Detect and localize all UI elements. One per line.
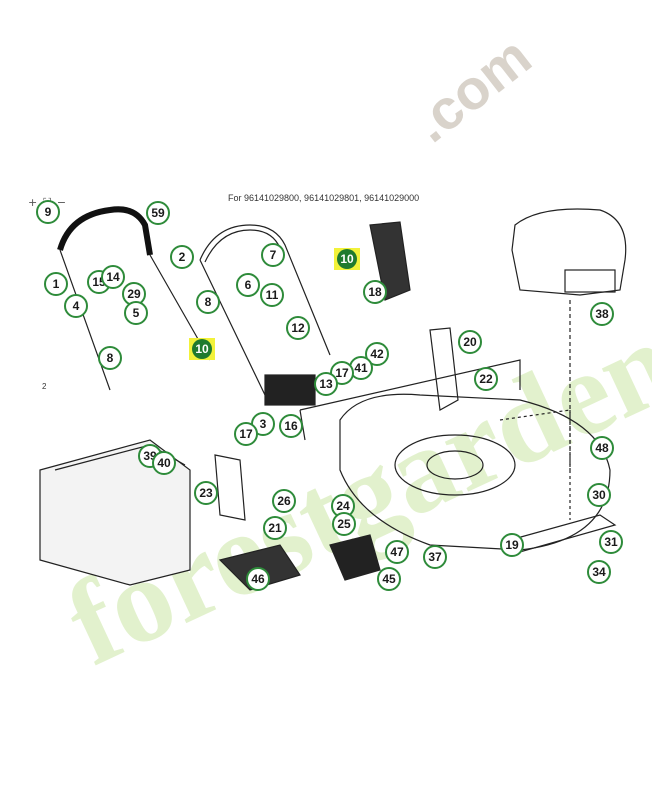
part-callout[interactable]: 17 [234, 422, 258, 446]
part-callout[interactable]: 30 [587, 483, 611, 507]
part-callout[interactable]: 25 [332, 512, 356, 536]
highlighted-callout[interactable]: 10 [189, 338, 215, 360]
part-callout[interactable]: 1 [44, 272, 68, 296]
part-callout[interactable]: 3 [251, 412, 275, 436]
part-callout[interactable]: 12 [286, 316, 310, 340]
part-callout[interactable]: 4 [64, 294, 88, 318]
part-callout[interactable]: 2 [170, 245, 194, 269]
part-callout[interactable]: 16 [279, 414, 303, 438]
model-note: For 96141029800, 96141029801, 9614102900… [228, 193, 420, 203]
part-callout[interactable]: 37 [423, 545, 447, 569]
part-callout[interactable]: 59 [146, 201, 170, 225]
part-callout[interactable]: 6 [236, 273, 260, 297]
part-callout[interactable]: 47 [385, 540, 409, 564]
part-callout[interactable]: 18 [363, 280, 387, 304]
part-callout[interactable]: 31 [599, 530, 623, 554]
part-callout[interactable]: 20 [458, 330, 482, 354]
part-callout[interactable]: 21 [263, 516, 287, 540]
highlighted-callout[interactable]: 10 [334, 248, 360, 270]
part-callout[interactable]: 34 [587, 560, 611, 584]
part-callout[interactable]: 48 [590, 436, 614, 460]
part-callout[interactable]: 40 [152, 451, 176, 475]
part-callout[interactable]: 45 [377, 567, 401, 591]
part-callout[interactable]: 5 [124, 301, 148, 325]
zoom-out-icon[interactable]: − [56, 196, 67, 209]
part-callout[interactable]: 11 [260, 283, 284, 307]
part-callout[interactable]: 14 [101, 265, 125, 289]
part-callout[interactable]: 8 [196, 290, 220, 314]
part-callout[interactable]: 17 [330, 361, 354, 385]
part-callout[interactable]: 13 [314, 372, 338, 396]
part-callout[interactable]: 38 [590, 302, 614, 326]
part-callout[interactable]: 23 [194, 481, 218, 505]
part-callout[interactable]: 7 [261, 243, 285, 267]
part-callout[interactable]: 26 [272, 489, 296, 513]
part-callout[interactable]: 9 [36, 200, 60, 224]
part-callout[interactable]: 46 [246, 567, 270, 591]
zoom-in-icon[interactable]: + [28, 196, 38, 209]
small-label: 2 [42, 382, 47, 391]
part-callout[interactable]: 22 [474, 367, 498, 391]
part-callout[interactable]: 19 [500, 533, 524, 557]
part-callout[interactable]: 8 [98, 346, 122, 370]
